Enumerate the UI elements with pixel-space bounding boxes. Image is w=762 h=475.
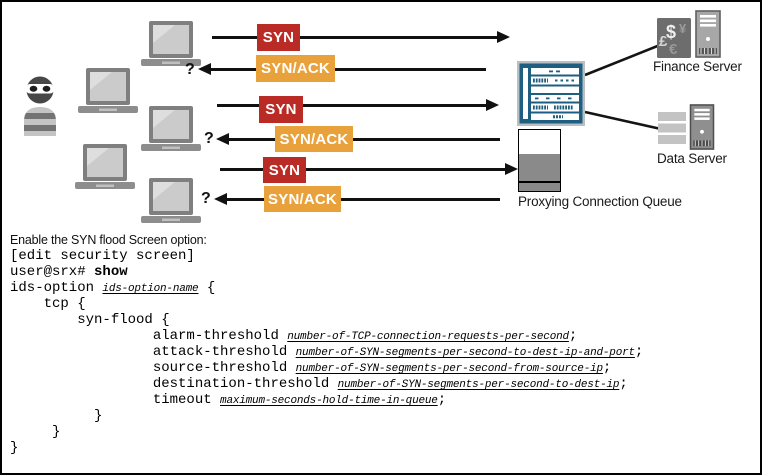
finance-server-label: Finance Server bbox=[653, 59, 742, 74]
proxy-queue-label: Proxying Connection Queue bbox=[518, 194, 682, 209]
code-line: } bbox=[10, 440, 19, 456]
finance-currency-icon: $ ¥ £ € bbox=[657, 18, 691, 58]
syn-label: SYN bbox=[259, 96, 303, 123]
queue-fill bbox=[519, 154, 560, 181]
proxy-queue bbox=[518, 129, 561, 192]
code-line: timeout maximum-seconds-hold-time-in-que… bbox=[10, 392, 447, 408]
queue-divider bbox=[519, 181, 560, 183]
code-line: attack-threshold number-of-SYN-segments-… bbox=[10, 344, 644, 360]
synack-arrow bbox=[214, 193, 500, 205]
synack-label: SYN/ACK bbox=[256, 55, 335, 82]
laptop-icon bbox=[141, 178, 201, 223]
data-tower-icon bbox=[689, 104, 715, 150]
question-mark: ? bbox=[201, 190, 211, 207]
synack-arrow bbox=[198, 63, 486, 75]
code-line: } bbox=[10, 424, 61, 440]
question-mark: ? bbox=[204, 130, 214, 147]
svg-text:€: € bbox=[669, 41, 678, 58]
code-line: source-threshold number-of-SYN-segments-… bbox=[10, 360, 612, 376]
code-line: tcp { bbox=[10, 296, 86, 312]
question-mark: ? bbox=[185, 61, 195, 78]
laptop-icon bbox=[78, 68, 138, 113]
code-line: syn-flood { bbox=[10, 312, 170, 328]
synack-label: SYN/ACK bbox=[275, 126, 353, 152]
code-line: ids-option ids-option-name { bbox=[10, 280, 216, 296]
code-line: user@srx# show bbox=[10, 264, 128, 280]
data-disks-icon bbox=[658, 112, 686, 144]
syn-arrow bbox=[220, 163, 518, 175]
svg-text:¥: ¥ bbox=[679, 21, 687, 36]
code-line: [edit security screen] bbox=[10, 248, 195, 264]
code-line: destination-threshold number-of-SYN-segm… bbox=[10, 376, 628, 392]
svg-text:£: £ bbox=[659, 33, 668, 50]
config-caption: Enable the SYN flood Screen option: bbox=[10, 233, 207, 247]
data-server-label: Data Server bbox=[657, 151, 727, 166]
config-block: Enable the SYN flood Screen option: [edi… bbox=[10, 232, 758, 456]
synack-label: SYN/ACK bbox=[264, 186, 341, 212]
firewall-icon bbox=[517, 61, 585, 126]
laptop-icon bbox=[75, 144, 135, 189]
laptop-icon bbox=[141, 106, 201, 151]
attacker-icon bbox=[24, 76, 56, 136]
code-line: alarm-threshold number-of-TCP-connection… bbox=[10, 328, 578, 344]
syn-arrow bbox=[212, 31, 510, 43]
code-line: } bbox=[10, 408, 103, 424]
syn-label: SYN bbox=[257, 24, 300, 51]
syn-label: SYN bbox=[263, 157, 306, 183]
syn-arrow bbox=[217, 99, 499, 111]
queue-bottom-segment bbox=[519, 182, 560, 191]
svg-text:$: $ bbox=[666, 22, 676, 42]
synack-arrow bbox=[216, 133, 500, 145]
laptop-icon bbox=[141, 21, 201, 66]
finance-tower-icon bbox=[695, 10, 721, 58]
connector-lines bbox=[584, 39, 671, 131]
